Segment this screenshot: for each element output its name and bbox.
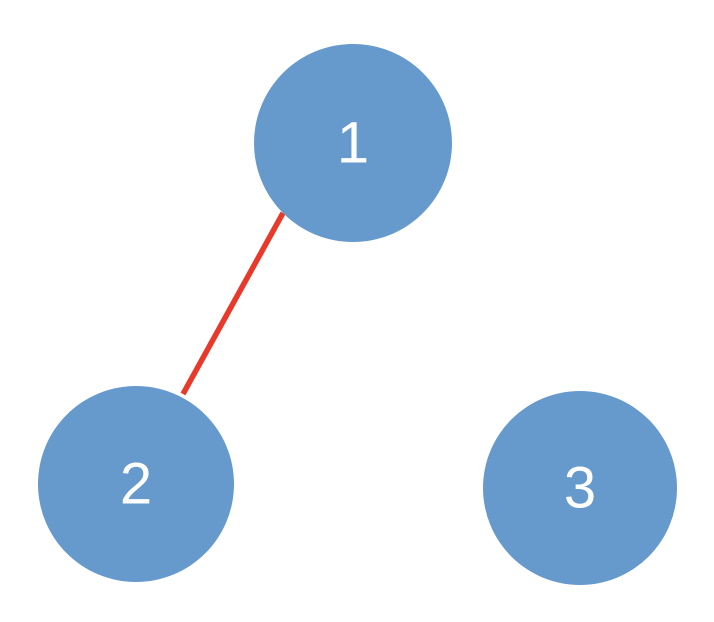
node-circle-2[interactable] — [38, 386, 234, 582]
node-circle-1[interactable] — [254, 44, 452, 242]
graph-node-3[interactable]: 3 — [483, 391, 677, 585]
graph-edge-1-2[interactable] — [180, 211, 286, 396]
node-label-1: 1 — [337, 111, 369, 176]
node-layer: 1 2 3 — [38, 44, 677, 585]
graph-node-1[interactable]: 1 — [254, 44, 452, 242]
graph-node-2[interactable]: 2 — [38, 386, 234, 582]
node-circle-3[interactable] — [483, 391, 677, 585]
node-label-2: 2 — [120, 452, 152, 517]
edge-layer — [180, 211, 286, 396]
node-label-3: 3 — [564, 456, 596, 521]
